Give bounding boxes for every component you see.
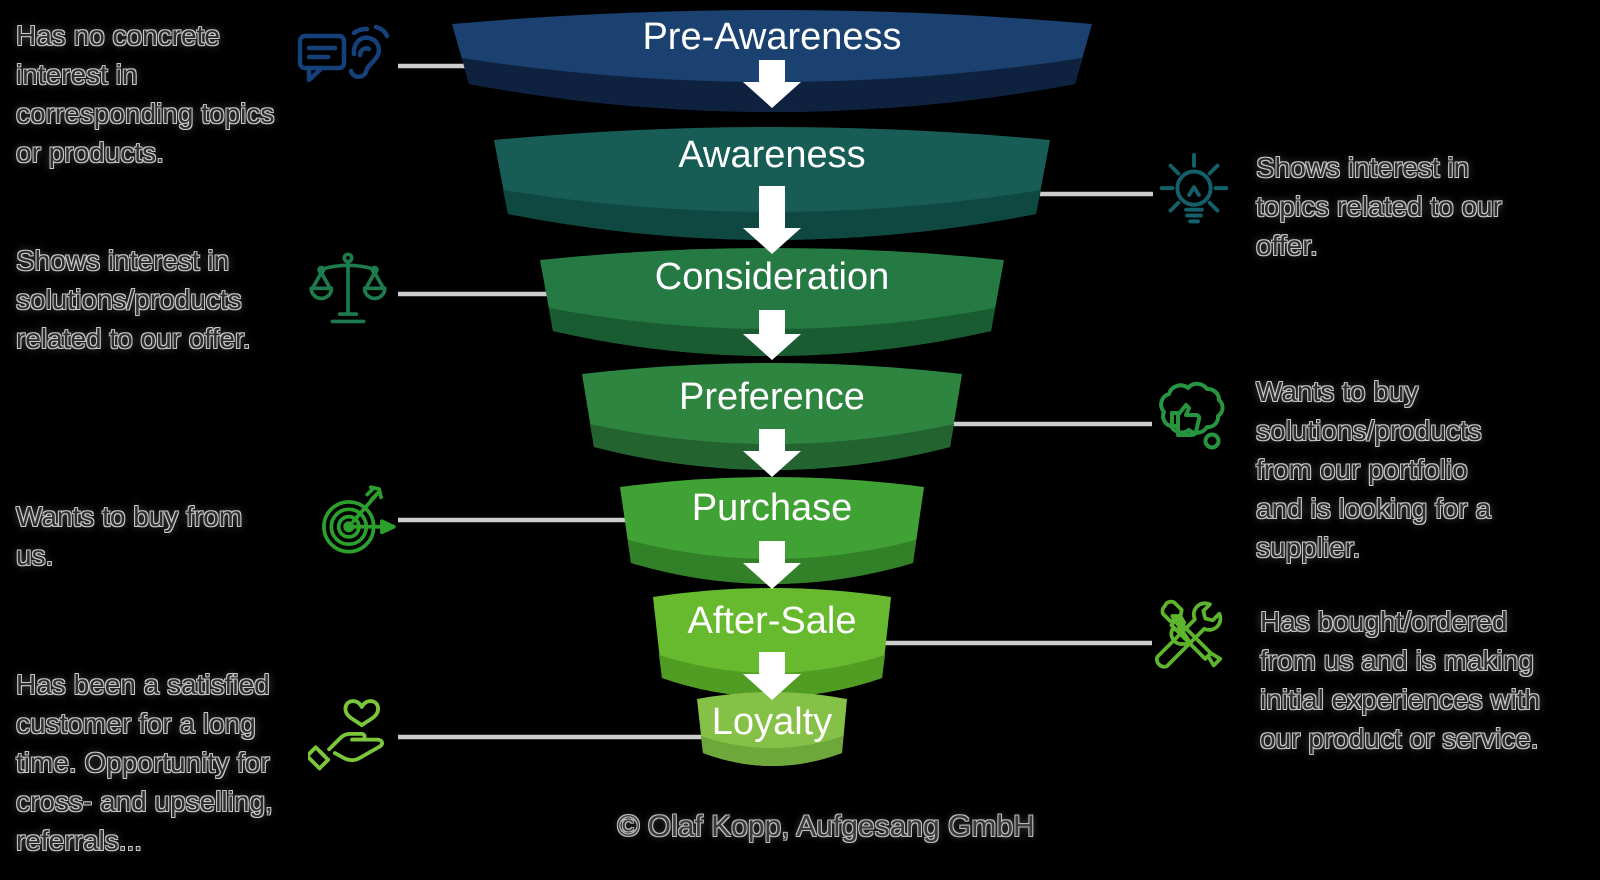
speech-ear-icon	[297, 24, 390, 83]
annotation-text: Shows interest in solutions/products rel…	[16, 245, 251, 354]
flow-arrow	[743, 186, 801, 254]
flow-arrow	[743, 429, 801, 477]
flow-arrow	[743, 541, 801, 589]
funnel-stage-label: Consideration	[654, 256, 890, 298]
annotation-text: Wants to buy from us.	[16, 501, 243, 571]
flow-arrows	[743, 60, 801, 700]
target-arrow-icon	[322, 485, 396, 554]
credit-text: © Olaf Kopp, Aufgesang GmbH	[617, 810, 1035, 843]
funnel-segment-loyalty	[697, 692, 847, 766]
funnel-segment-lip	[701, 736, 843, 766]
funnel-stage-label: Purchase	[691, 487, 853, 529]
connector-lines	[398, 63, 1153, 740]
lightbulb-icon	[1159, 152, 1229, 224]
annotation-text: Has been a satisfied customer for a long…	[16, 669, 273, 856]
funnel-stage-label: Pre-Awareness	[642, 16, 902, 58]
flow-arrow	[743, 60, 801, 108]
thought-thumbsup-icon	[1159, 381, 1225, 450]
scales-icon	[309, 252, 387, 324]
hand-heart-icon	[308, 699, 384, 771]
funnel-stage-label: Preference	[679, 376, 865, 418]
flow-arrow	[743, 652, 801, 700]
tools-icon	[1155, 599, 1223, 669]
funnel-stage-label: After-Sale	[687, 600, 857, 642]
annotation-text: Wants to buy solutions/products from our…	[1256, 376, 1492, 563]
funnel-stage-label: Loyalty	[711, 701, 833, 743]
flow-arrow	[743, 310, 801, 360]
annotation-text: Shows interest in topics related to our …	[1256, 152, 1502, 261]
annotation-text: Has no concrete interest in correspondin…	[16, 20, 275, 168]
annotation-text: Has bought/ordered from us and is making…	[1260, 606, 1541, 754]
funnel-stage-label: Awareness	[678, 134, 866, 176]
